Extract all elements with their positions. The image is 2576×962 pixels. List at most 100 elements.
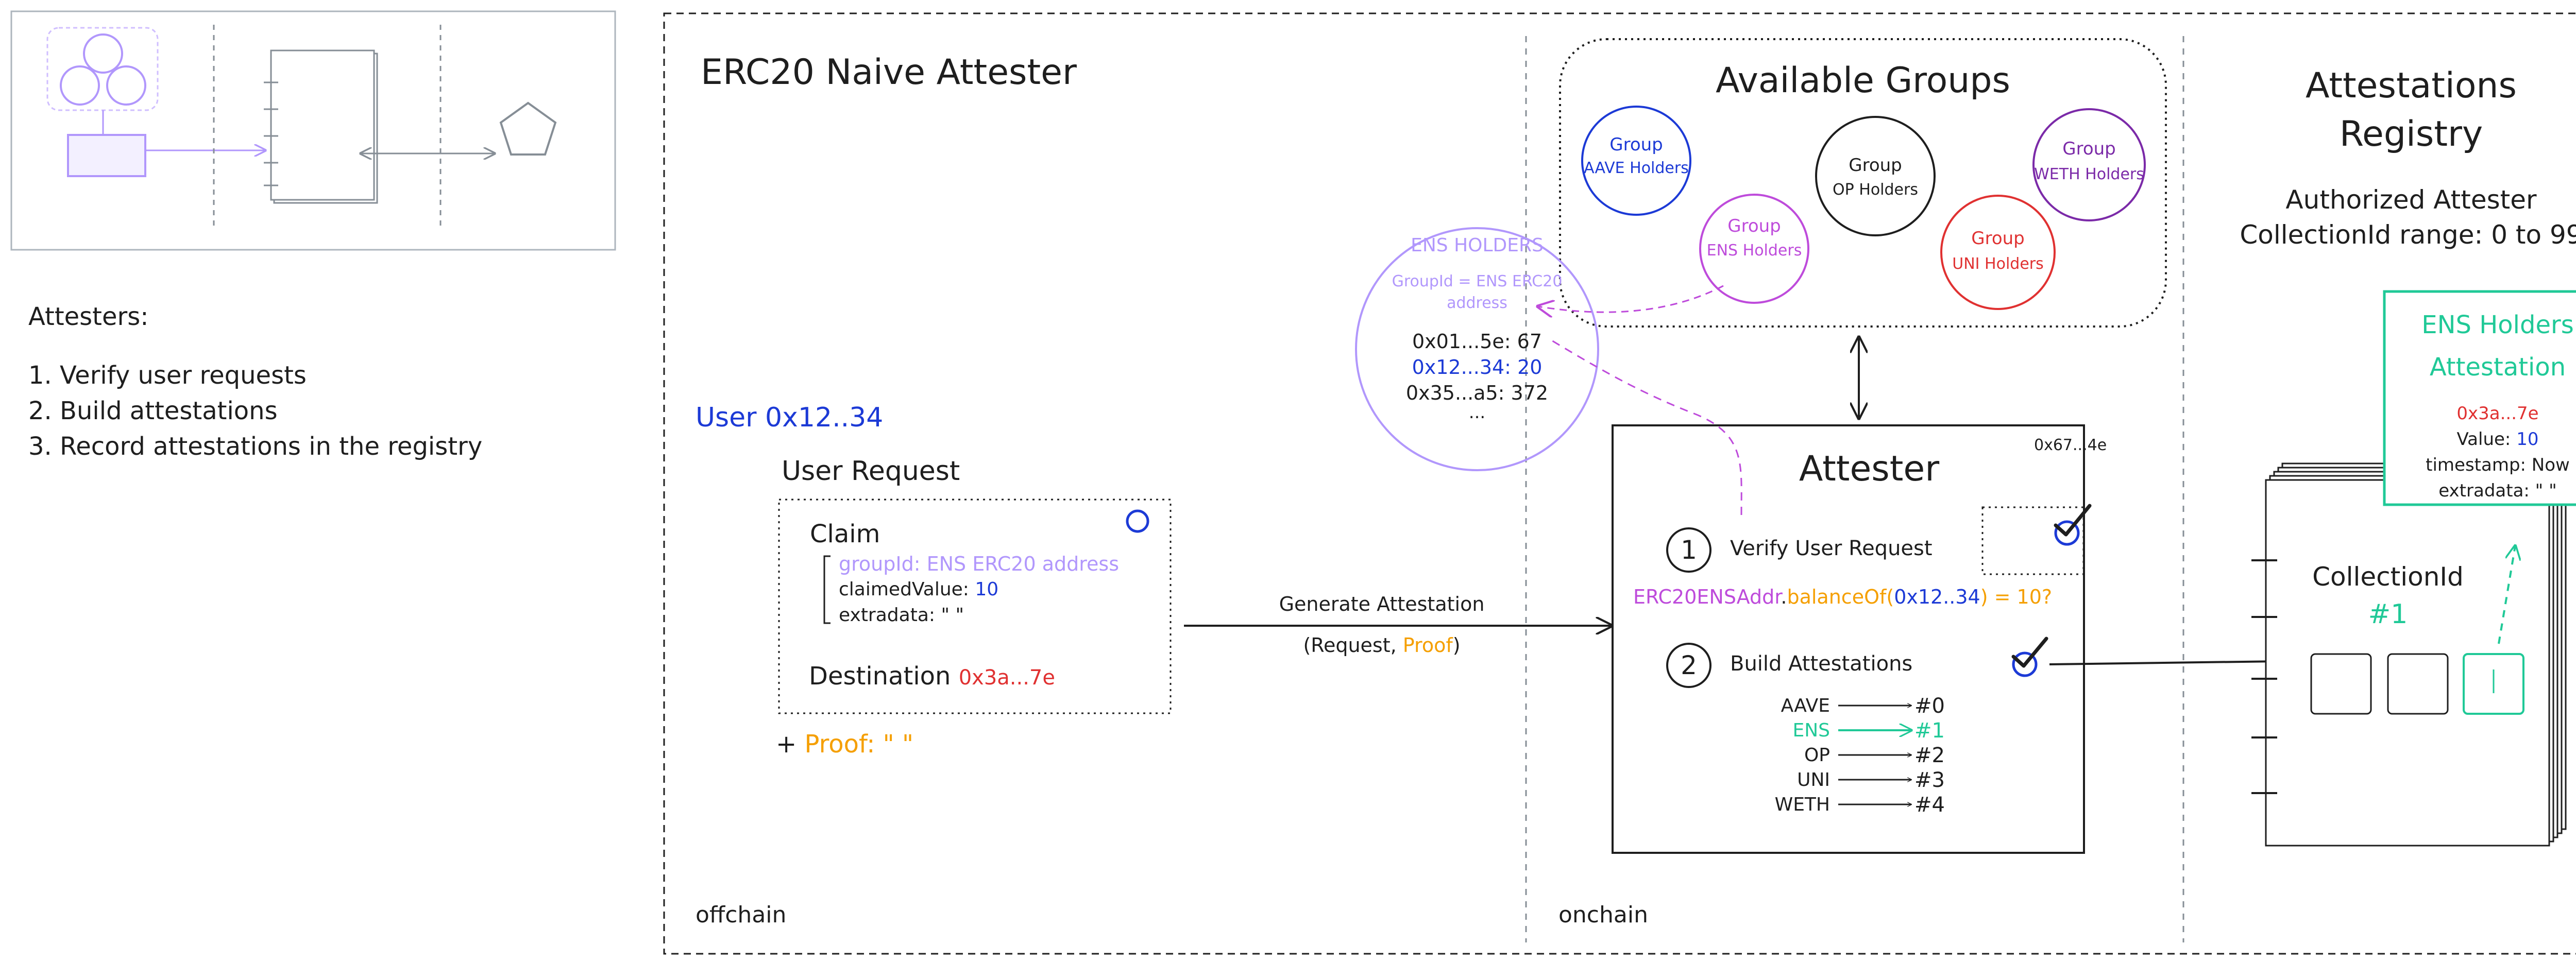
ens-row-2-value: 20: [1517, 356, 1543, 379]
destination-row: Destination 0x3a...7e: [809, 662, 1055, 691]
step1-label: Verify User Request: [1730, 537, 1933, 560]
verify-status-circle: [2054, 520, 2080, 546]
verify-check-icon: [2054, 504, 2092, 537]
attester-box: [1612, 424, 2085, 854]
mapping-from-op: OP: [1804, 745, 1830, 766]
args-close: ): [1452, 634, 1461, 657]
destination-label: Destination: [809, 662, 951, 691]
balance-call: ERC20ENSAddr.balanceOf(0x12..34) = 10?: [1633, 586, 2052, 609]
proof-label: Proof: " ": [804, 730, 914, 759]
balance-rest: ) = 10?: [1980, 586, 2053, 608]
mapping-from-uni: UNI: [1797, 769, 1830, 791]
ens-group-id-line1: GroupId = ENS ERC20: [1392, 272, 1563, 290]
attestation-extradata: extradata: " ": [2438, 480, 2557, 501]
group-ens-line2: ENS Holders: [1706, 242, 1802, 260]
user-request-title: User Request: [782, 456, 960, 487]
attester-address: 0x67...4e: [2034, 436, 2107, 454]
attesters-item-3: 3. Record attestations in the registry: [28, 432, 483, 461]
mapping-to-2: #2: [1914, 744, 1945, 767]
attestation-link-arrow: [2498, 546, 2515, 644]
offchain-label: offchain: [696, 902, 787, 928]
ens-row-2-addr: 0x12...34:: [1412, 356, 1511, 379]
available-groups-title: Available Groups: [1716, 60, 2010, 101]
group-weth-line1: Group: [2062, 139, 2116, 159]
group-ens-line1: Group: [1727, 216, 1781, 236]
step2-circle: [1666, 643, 1711, 688]
main-frame: [663, 12, 2576, 955]
step2-number: 2: [1681, 650, 1697, 680]
verify-to-ens-link: [1550, 339, 1742, 516]
attesters-heading: Attesters:: [28, 302, 149, 331]
main-title: ERC20 Naive Attester: [701, 52, 1077, 93]
group-uni-line1: Group: [1971, 228, 2025, 249]
args-open: (Request,: [1303, 634, 1397, 657]
ens-group-link: [1538, 285, 1724, 312]
group-circle-weth: [2032, 108, 2146, 221]
group-weth-line2: WETH Holders: [2034, 165, 2144, 183]
ens-holders-circle: [1355, 227, 1599, 471]
proof-row: + Proof: " ": [776, 730, 913, 759]
mapping-to-0: #0: [1914, 694, 1945, 718]
ens-group-id-line2: address: [1447, 294, 1507, 312]
registry-title-line2: Registry: [2339, 114, 2483, 154]
group-op-line2: OP Holders: [1833, 181, 1918, 199]
registry-title-line1: Attestations: [2306, 65, 2517, 106]
balance-contract: ERC20ENSAddr: [1633, 586, 1781, 608]
mapping-to-1: #1: [1914, 719, 1945, 743]
step1-number: 1: [1681, 535, 1697, 565]
collection-id: #1: [2368, 599, 2408, 630]
ens-holders-title: ENS HOLDERS: [1411, 235, 1544, 256]
claim-value-row: claimedValue: 10: [839, 579, 998, 600]
group-circle-op: [1815, 116, 1936, 236]
claim-extradata: extradata: " ": [839, 605, 964, 626]
proof-plus: +: [776, 730, 797, 759]
attestation-title-line1: ENS Holders: [2421, 311, 2574, 339]
attesters-item-2: 2. Build attestations: [28, 397, 278, 425]
mapping-from-weth: WETH: [1774, 794, 1830, 815]
ens-row-3: 0x35...a5: 372: [1406, 382, 1548, 405]
group-aave-line1: Group: [1609, 134, 1663, 155]
attestation-card: [2383, 290, 2576, 506]
attestation-value-key: Value:: [2456, 429, 2511, 450]
group-circle-uni: [1940, 195, 2056, 310]
step2-label: Build Attestations: [1730, 652, 1913, 676]
build-check-icon: [2011, 637, 2048, 668]
mapping-arrows: [1838, 706, 1911, 804]
ens-row-1-value: 67: [1517, 330, 1543, 353]
ens-ellipsis: ...: [1468, 402, 1486, 423]
group-aave-line2: AAVE Holders: [1584, 159, 1689, 177]
attestation-timestamp: timestamp: Now: [2426, 455, 2570, 475]
mapping-to-4: #4: [1914, 793, 1945, 817]
user-label: User 0x12..34: [696, 402, 884, 433]
args-proof: Proof: [1402, 634, 1453, 657]
step1-circle: [1666, 527, 1711, 573]
request-status-circle: [1126, 509, 1149, 533]
claim-bracket: [823, 555, 831, 624]
balance-method: balanceOf(: [1787, 586, 1894, 608]
balance-arg: 0x12..34: [1894, 586, 1980, 608]
attestation-value-row: Value: 10: [2456, 429, 2539, 450]
generate-attestation-label: Generate Attestation: [1279, 593, 1485, 615]
attestation-value: 10: [2516, 429, 2539, 450]
collection-range: CollectionId range: 0 to 99: [2240, 220, 2576, 250]
ens-row-2: 0x12...34: 20: [1412, 356, 1543, 379]
group-uni-line2: UNI Holders: [1952, 255, 2044, 273]
claimed-value-key: claimedValue:: [839, 579, 969, 600]
group-circle-aave: [1581, 106, 1691, 216]
ens-row-1-addr: 0x01...5e:: [1412, 330, 1511, 353]
onchain-label: onchain: [1558, 902, 1648, 928]
balance-dot: .: [1781, 586, 1787, 608]
attestation-title-line2: Attestation: [2429, 353, 2566, 382]
ens-row-1: 0x01...5e: 67: [1412, 330, 1543, 353]
mapping-from-aave: AAVE: [1781, 695, 1830, 716]
claim-group-id: groupId: ENS ERC20 address: [839, 553, 1119, 575]
attestation-owner: 0x3a...7e: [2456, 403, 2539, 424]
claimed-value: 10: [975, 579, 999, 600]
collection-label: CollectionId: [2312, 562, 2464, 592]
ens-row-3-value: 372: [1511, 382, 1549, 404]
claim-label: Claim: [810, 520, 880, 548]
mapping-to-3: #3: [1914, 768, 1945, 792]
mapping-from-ens: ENS: [1792, 720, 1830, 741]
verification-box: [1981, 506, 2084, 575]
